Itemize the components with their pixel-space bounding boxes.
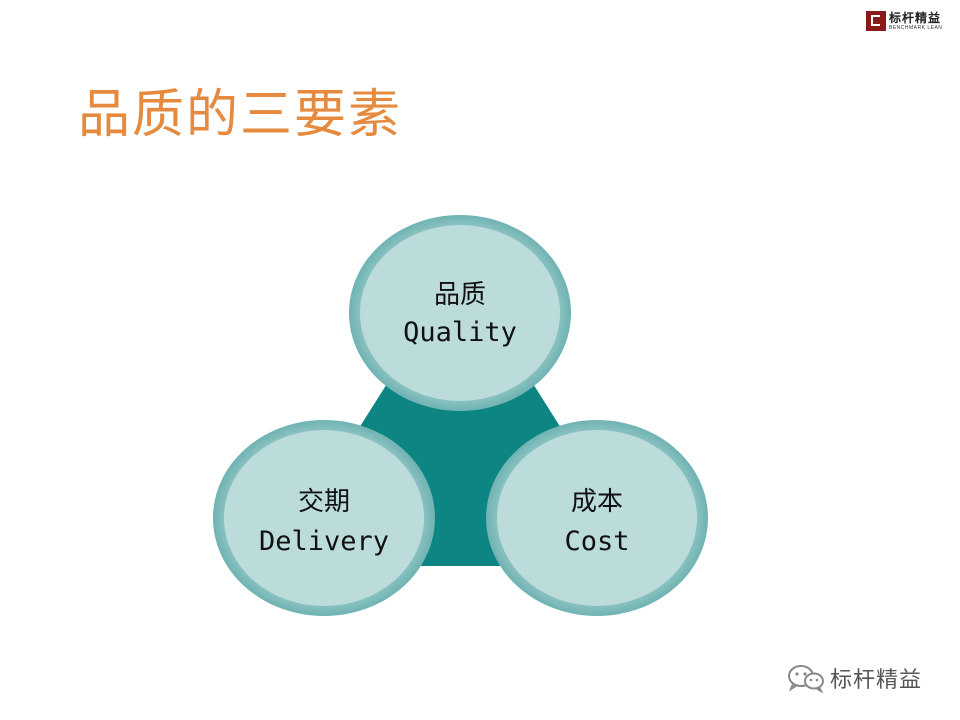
logo-en: BENCHMARK LEAN xyxy=(889,24,943,31)
node-cost-en: Cost xyxy=(564,526,629,557)
node-delivery: 交期 Delivery xyxy=(213,420,435,616)
node-delivery-circle xyxy=(224,430,424,606)
node-cost-circle xyxy=(497,430,697,606)
node-cost-cn: 成本 xyxy=(571,487,623,517)
brand-logo: 标杆精益 BENCHMARK LEAN xyxy=(866,8,952,34)
logo-cn: 标杆精益 xyxy=(889,10,942,25)
node-cost: 成本 Cost xyxy=(486,420,708,616)
watermark: 标杆精益 xyxy=(786,660,922,696)
wechat-icon xyxy=(788,665,824,693)
page-title: 品质的三要素 xyxy=(78,85,403,145)
node-quality-circle xyxy=(360,225,560,401)
node-quality-en: Quality xyxy=(403,317,517,348)
node-delivery-cn: 交期 xyxy=(298,487,350,517)
node-delivery-en: Delivery xyxy=(259,526,389,557)
logo-mark-icon xyxy=(866,11,886,31)
logo-text: 标杆精益 BENCHMARK LEAN xyxy=(889,12,942,31)
node-quality-cn: 品质 xyxy=(434,280,486,310)
node-quality: 品质 Quality xyxy=(349,215,571,411)
watermark-text: 标杆精益 xyxy=(830,668,923,693)
